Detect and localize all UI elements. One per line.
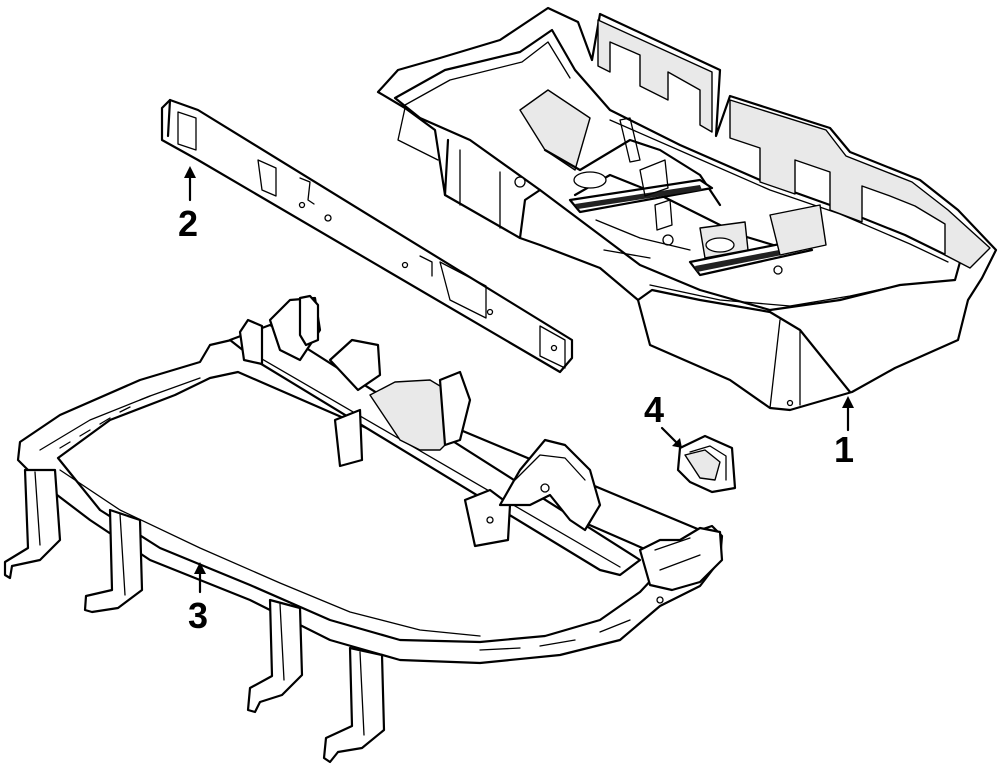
callout-label-4: 4 [644, 389, 665, 430]
part-4-bracket [660, 426, 737, 494]
callout-label-1: 1 [834, 429, 855, 470]
part-3-frame [3, 294, 724, 764]
part-1-console-tub [376, 6, 998, 432]
callout-label-2: 2 [178, 203, 199, 244]
part-2-panel [160, 98, 574, 374]
callout-label-3: 3 [188, 595, 209, 636]
